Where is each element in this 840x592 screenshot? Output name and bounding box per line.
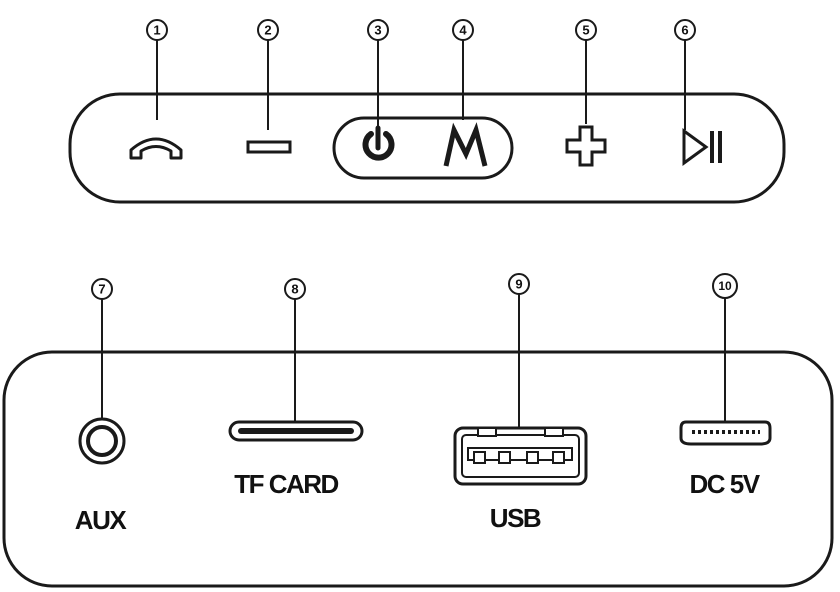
port-panel: [2, 350, 834, 588]
callout-6: 6: [674, 19, 696, 130]
port-label-dc-5v: DC 5V: [689, 469, 760, 499]
play-pause-icon: [682, 128, 722, 166]
callout-8: 8: [284, 278, 306, 430]
tf-card-slot-icon: [228, 420, 364, 442]
callout-3: 3: [367, 19, 389, 128]
phone-handset-icon: [129, 137, 183, 160]
callout-10: 10: [712, 273, 738, 422]
usb-port-icon: [453, 426, 588, 486]
callout-5: 5: [575, 19, 597, 124]
callout-4: 4: [452, 19, 474, 120]
port-label-tf-card: TF CARD: [234, 469, 339, 499]
callout-number: 6: [681, 23, 688, 38]
power-mode-capsule: [332, 116, 514, 180]
power-icon: [362, 125, 395, 161]
minus-icon: [246, 140, 292, 154]
micro-usb-port-icon: [679, 420, 772, 446]
callout-2: 2: [257, 19, 279, 130]
button-panel: [68, 92, 786, 204]
callout-1: 1: [146, 19, 168, 120]
callout-number: 5: [582, 23, 589, 38]
aux-jack-icon: [78, 417, 126, 465]
port-label-aux: AUX: [74, 505, 127, 535]
callout-number: 4: [459, 23, 467, 38]
callout-7: 7: [91, 278, 113, 428]
port-label-usb: USB: [489, 503, 542, 533]
mode-m-icon: [443, 122, 488, 167]
callout-9: 9: [508, 273, 530, 437]
callout-number: 8: [291, 282, 298, 297]
callout-number: 3: [374, 23, 381, 38]
callout-number: 2: [264, 23, 271, 38]
callout-number: 7: [98, 282, 105, 297]
plus-icon: [565, 125, 607, 167]
callout-number: 10: [718, 279, 732, 293]
callout-number: 9: [515, 277, 522, 292]
callout-number: 1: [153, 23, 160, 38]
